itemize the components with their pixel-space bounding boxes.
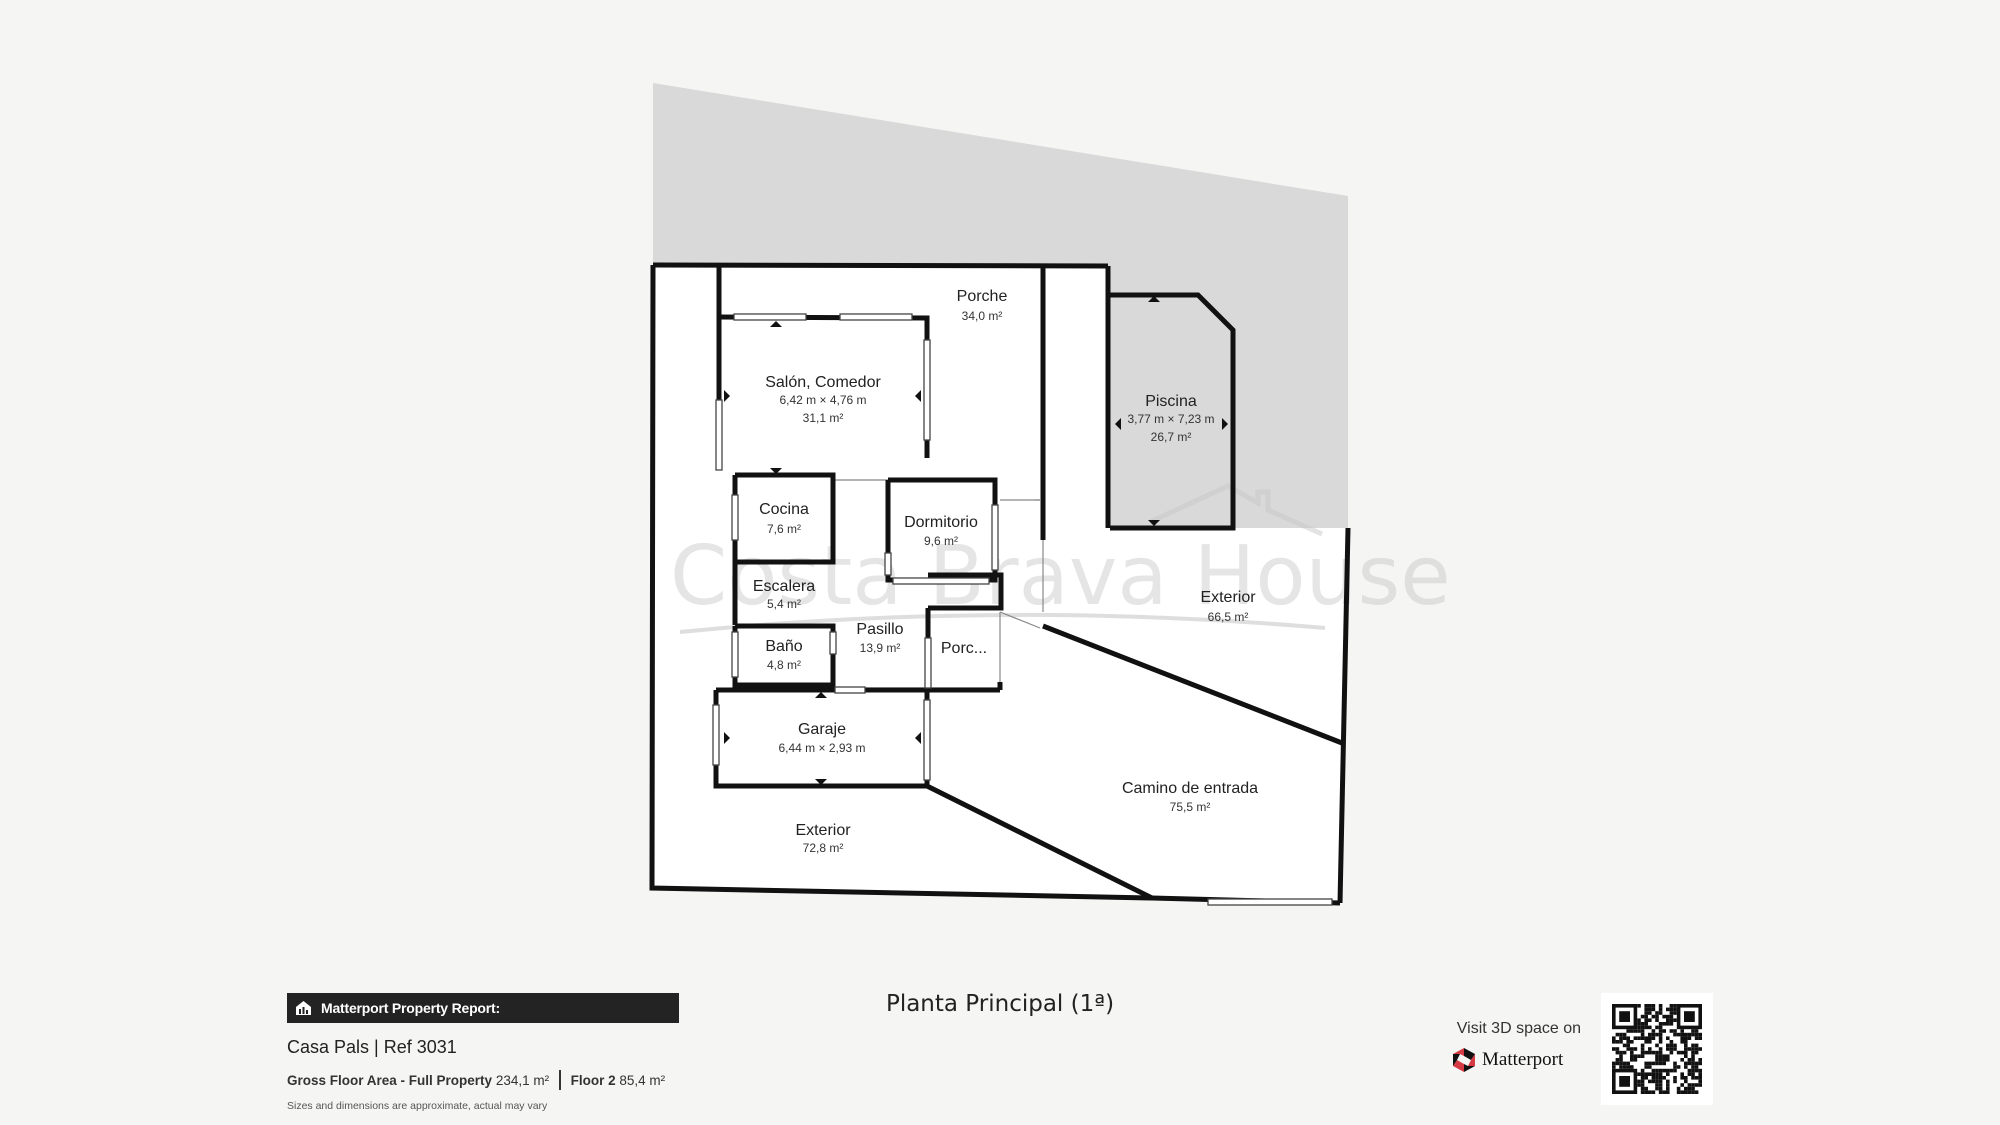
qr-code[interactable] xyxy=(1601,993,1713,1105)
door-markers xyxy=(724,296,1228,785)
property-report-panel: Matterport Property Report: Casa Pals | … xyxy=(287,993,679,1112)
floor-area-value: 85,4 m² xyxy=(619,1072,666,1088)
room-bano-name: Baño xyxy=(765,638,802,655)
visit-3d-text: Visit 3D space on xyxy=(1456,1020,1581,1037)
watermark: Costa Brava House xyxy=(670,483,1451,634)
room-piscina-name: Piscina xyxy=(1145,393,1197,410)
room-exterior-bottom-area: 72,8 m² xyxy=(803,841,844,855)
matterport-link[interactable]: Matterport xyxy=(1451,1047,1563,1073)
room-porche-name: Porche xyxy=(957,288,1008,305)
room-salon-name: Salón, Comedor xyxy=(765,374,881,391)
gross-area-label: Gross Floor Area - Full Property xyxy=(287,1072,493,1088)
report-label: Matterport Property Report: xyxy=(321,1000,500,1016)
room-escalera-area: 5,4 m² xyxy=(767,597,801,611)
room-bano-area: 4,8 m² xyxy=(767,658,801,672)
room-exterior-right-area: 66,5 m² xyxy=(1208,610,1249,624)
area-divider xyxy=(559,1070,561,1090)
floor-title: Planta Principal (1ª) xyxy=(885,991,1115,1017)
report-bar: Matterport Property Report: xyxy=(287,993,679,1023)
disclaimer: Sizes and dimensions are approximate, ac… xyxy=(287,1100,548,1112)
room-cocina-area: 7,6 m² xyxy=(767,522,801,536)
room-camino-area: 75,5 m² xyxy=(1170,800,1211,814)
qr-code-pattern xyxy=(1612,1004,1702,1094)
gross-area-value: 234,1 m² xyxy=(495,1072,550,1088)
room-dormitorio-name: Dormitorio xyxy=(904,514,978,531)
room-exterior-right-name: Exterior xyxy=(1200,589,1256,606)
room-cocina-name: Cocina xyxy=(759,501,809,518)
area-summary: Gross Floor Area - Full Property 234,1 m… xyxy=(287,1070,679,1090)
room-salon-dims: 6,42 m × 4,76 m xyxy=(779,393,866,407)
room-camino-name: Camino de entrada xyxy=(1122,780,1258,797)
room-pasillo-name: Pasillo xyxy=(856,621,903,638)
property-title: Casa Pals | Ref 3031 xyxy=(287,1037,457,1057)
house-report-icon xyxy=(296,1001,311,1015)
room-exterior-bottom-name: Exterior xyxy=(795,822,851,839)
room-escalera-name: Escalera xyxy=(753,578,815,595)
watermark-text: Costa Brava House xyxy=(670,529,1451,624)
room-garaje-name: Garaje xyxy=(798,721,846,738)
matterport-logo-icon xyxy=(1453,1048,1475,1072)
room-piscina-area: 26,7 m² xyxy=(1151,430,1192,444)
windows xyxy=(712,313,1333,906)
room-porche-area: 34,0 m² xyxy=(962,309,1003,323)
room-dormitorio-area: 9,6 m² xyxy=(924,534,958,548)
room-pasillo-area: 13,9 m² xyxy=(860,641,901,655)
room-labels: Porche 34,0 m² Salón, Comedor 6,42 m × 4… xyxy=(753,288,1258,855)
matterport-brand: Matterport xyxy=(1482,1049,1564,1070)
room-porc-name: Porc... xyxy=(941,640,987,657)
room-salon-area: 31,1 m² xyxy=(803,411,844,425)
floor-label: Floor 2 xyxy=(570,1072,616,1088)
room-piscina-dims: 3,77 m × 7,23 m xyxy=(1127,412,1214,426)
room-garaje-dims: 6,44 m × 2,93 m xyxy=(778,741,865,755)
